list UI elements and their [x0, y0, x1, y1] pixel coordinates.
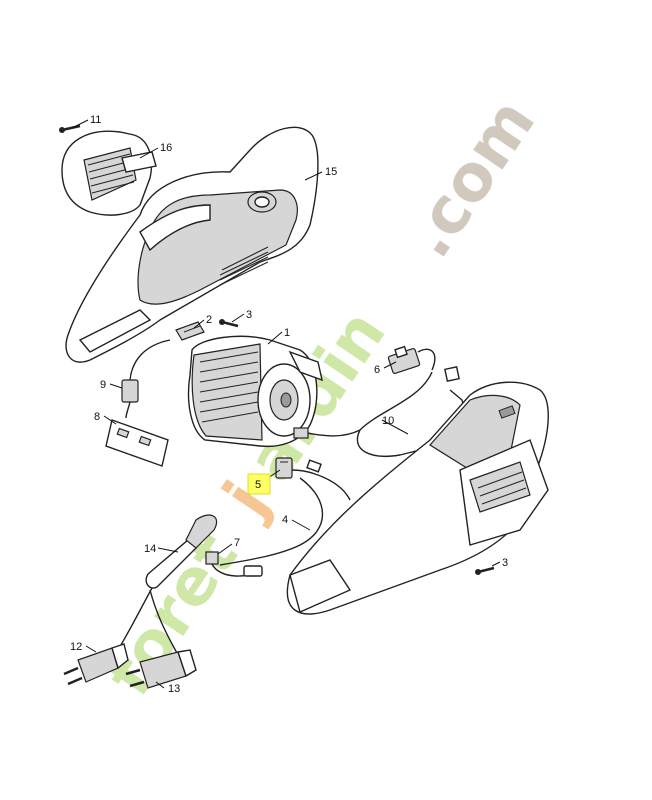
- part-label-15[interactable]: 15: [325, 166, 337, 178]
- part-label-8[interactable]: 8: [94, 411, 100, 423]
- part-label-9[interactable]: 9: [100, 379, 106, 391]
- part-3-screw-lower: [475, 566, 495, 575]
- part-label-5[interactable]: 5: [255, 479, 261, 491]
- part-label-14[interactable]: 14: [144, 543, 156, 555]
- part-labels: 11 16 15 2 3 1 6 9 8 10 5 4 14 7 3 12 13: [70, 114, 508, 695]
- part-5-highlight: [247, 473, 271, 495]
- part-9-capacitor: [121, 339, 171, 419]
- part-6-switch: [387, 345, 460, 382]
- part-5-connector: [275, 457, 322, 479]
- part-7-terminal: [205, 551, 263, 577]
- part-4-wire: [219, 469, 351, 566]
- part-3-screw-upper: [219, 319, 239, 328]
- part-label-10[interactable]: 10: [382, 415, 394, 427]
- part-14-cable-sleeve: [145, 514, 218, 589]
- part-12-plug: [63, 643, 129, 686]
- part-8-circuit-board: [105, 419, 169, 467]
- part-label-1[interactable]: 1: [284, 327, 290, 339]
- part-label-12[interactable]: 12: [70, 641, 82, 653]
- part-label-13[interactable]: 13: [168, 683, 180, 695]
- part-label-3-upper[interactable]: 3: [246, 309, 252, 321]
- part-label-4[interactable]: 4: [282, 514, 288, 526]
- leader-lines: [71, 119, 501, 689]
- chainsaw-body: [286, 381, 549, 615]
- part-13-plug: [125, 649, 197, 689]
- part-15-housing: [65, 126, 319, 363]
- part-label-3-lower[interactable]: 3: [502, 557, 508, 569]
- part-label-11[interactable]: 11: [90, 114, 101, 126]
- part-11-screw: [59, 124, 81, 133]
- part-16-end-cap: [61, 130, 157, 216]
- part-label-16[interactable]: 16: [160, 142, 172, 154]
- part-1-motor: [187, 335, 323, 448]
- part-label-6[interactable]: 6: [374, 364, 380, 376]
- part-label-7[interactable]: 7: [234, 537, 240, 549]
- part-2-brush-holder: [175, 321, 205, 341]
- watermark-dotcom: .com: [392, 86, 550, 271]
- part-label-2[interactable]: 2: [206, 314, 212, 326]
